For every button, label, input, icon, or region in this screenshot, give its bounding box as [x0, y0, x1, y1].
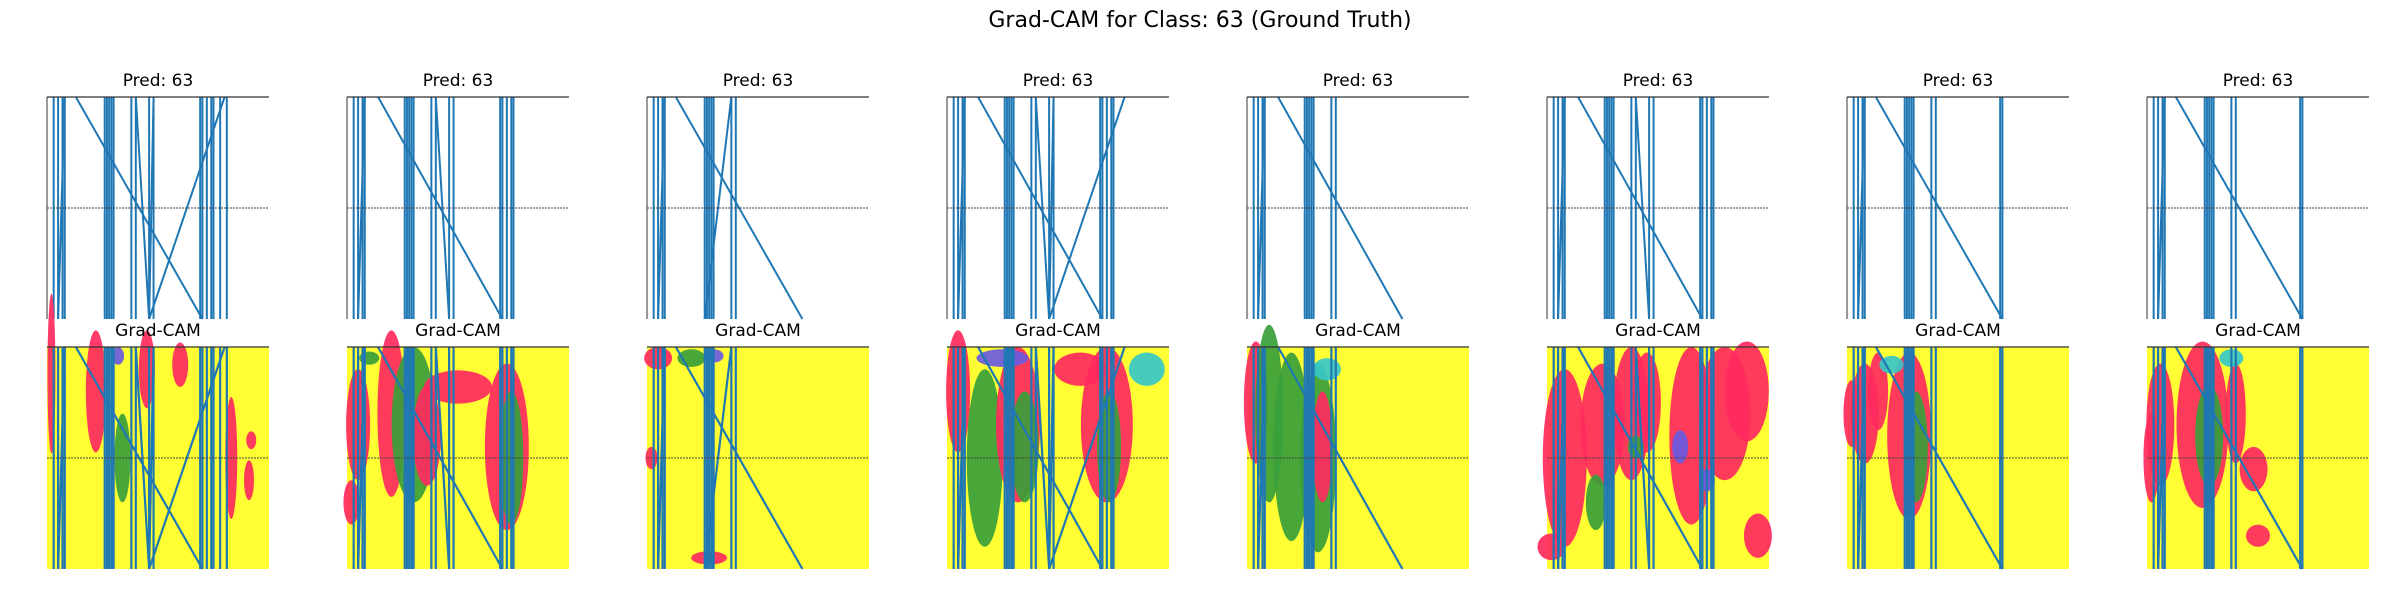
- gradcam-title: Grad-CAM: [1915, 321, 2001, 341]
- heat-blob: [244, 460, 255, 501]
- heat-blob: [424, 370, 492, 404]
- heat-blob: [1843, 380, 1860, 447]
- gradcam-panel-3: [644, 346, 869, 570]
- gradcam-title: Grad-CAM: [715, 321, 801, 341]
- gradcam-title: Grad-CAM: [1615, 321, 1701, 341]
- signal-line: [74, 96, 204, 320]
- signal-line: [1557, 96, 1566, 320]
- heat-blob: [138, 330, 155, 409]
- signal-line: [74, 346, 204, 570]
- signal-line: [1634, 96, 1651, 320]
- pred-panel-3: [646, 96, 869, 320]
- signal-line: [674, 346, 804, 570]
- gradcam-panel-2: [343, 330, 569, 570]
- pred-panel-6: [1546, 96, 1769, 320]
- heat-blob: [1273, 352, 1310, 542]
- gradcam-title: Grad-CAM: [1315, 321, 1401, 341]
- signal-line: [1034, 346, 1051, 570]
- figure-title: Grad-CAM for Class: 63 (Ground Truth): [988, 8, 1412, 33]
- heat-blob: [1879, 355, 1904, 374]
- heat-blob: [246, 431, 257, 450]
- signal-line: [134, 346, 151, 570]
- pred-title: Pred: 63: [1022, 71, 1094, 91]
- pred-panel-2: [346, 96, 569, 320]
- signal-line: [657, 96, 666, 320]
- pred-panel-8: [2146, 96, 2369, 320]
- gradcam-title: Grad-CAM: [2215, 321, 2301, 341]
- signal-line: [1874, 346, 2004, 570]
- heat-blob: [2246, 524, 2270, 547]
- signal-line: [134, 96, 151, 320]
- signal-line: [703, 96, 733, 320]
- pred-panel-4: [946, 96, 1169, 320]
- signal-line: [1257, 96, 1266, 320]
- gradcam-panel-5: [1243, 324, 1469, 570]
- pred-title: Pred: 63: [722, 71, 794, 91]
- signal-line: [357, 96, 366, 320]
- gradcam-panel-7: [1843, 346, 2069, 570]
- signal-line: [357, 346, 366, 570]
- pred-title: Pred: 63: [1622, 71, 1694, 91]
- heat-blob: [112, 347, 125, 365]
- heat-blob: [976, 349, 1029, 367]
- signal-line: [1634, 346, 1651, 570]
- heat-blob: [343, 480, 360, 525]
- heat-blob: [1128, 352, 1165, 386]
- signal-line: [957, 346, 966, 570]
- heat-blob: [1312, 391, 1333, 503]
- signal-line: [1874, 96, 2004, 320]
- signal-line: [1857, 96, 1866, 320]
- heat-blob: [1724, 341, 1769, 442]
- signal-line: [1857, 346, 1866, 570]
- heat-blob: [1743, 513, 1772, 558]
- signal-line: [1048, 346, 1055, 570]
- heat-blob: [172, 342, 189, 387]
- signal-line: [148, 96, 155, 320]
- pred-title: Pred: 63: [1322, 71, 1394, 91]
- heat-blob: [1868, 352, 1889, 431]
- signal-line: [2157, 96, 2166, 320]
- signal-line: [703, 346, 733, 570]
- gradcam-panel-6: [1537, 341, 1772, 570]
- heat-blob: [1585, 474, 1606, 531]
- heat-blob: [85, 330, 106, 453]
- signal-line: [148, 346, 155, 570]
- signal-line: [2174, 96, 2304, 320]
- pred-panel-5: [1246, 96, 1469, 320]
- signal-line: [1034, 96, 1051, 320]
- signal-line: [57, 96, 66, 320]
- signal-line: [1048, 96, 1055, 320]
- signal-line: [1257, 346, 1266, 570]
- heat-blob: [1537, 533, 1566, 561]
- gradcam-panel-4: [946, 330, 1169, 570]
- gradcam-title: Grad-CAM: [415, 321, 501, 341]
- signal-line: [674, 96, 804, 320]
- gradcam-panel-8: [2143, 341, 2369, 570]
- signal-line: [434, 346, 451, 570]
- pred-title: Pred: 63: [422, 71, 494, 91]
- signal-line: [957, 96, 966, 320]
- signal-line: [2174, 346, 2304, 570]
- pred-panel-7: [1846, 96, 2069, 320]
- heat-blob: [1672, 430, 1689, 464]
- gradcam-title: Grad-CAM: [1015, 321, 1101, 341]
- pred-title: Pred: 63: [122, 71, 194, 91]
- signal-line: [2157, 346, 2166, 570]
- pred-title: Pred: 63: [1922, 71, 1994, 91]
- pred-panel-1: [46, 96, 269, 320]
- gradcam-panel-1: [47, 293, 269, 570]
- signal-line: [57, 346, 66, 570]
- pred-title: Pred: 63: [2222, 71, 2294, 91]
- heat-blob: [1312, 358, 1341, 381]
- signal-line: [434, 96, 451, 320]
- gradcam-title: Grad-CAM: [115, 321, 201, 341]
- signal-line: [1557, 346, 1566, 570]
- signal-line: [657, 346, 666, 570]
